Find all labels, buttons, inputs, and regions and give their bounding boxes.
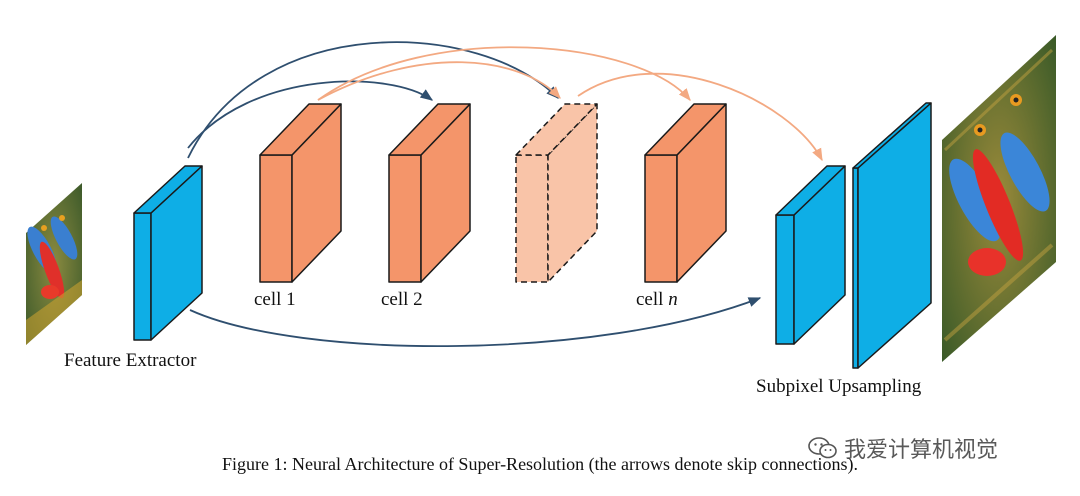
cell-n-block	[644, 103, 727, 283]
feature-extractor-label: Feature Extractor	[64, 350, 197, 371]
subpixel-upsampling-label: Subpixel Upsampling	[756, 376, 922, 397]
watermark: 我爱计算机视觉	[808, 432, 998, 464]
skip-arrow-fe-to-subpixel	[189, 297, 762, 348]
skip-arrow-cell1-to-celln	[317, 46, 691, 101]
skip-arrow-faded-to-subpixel	[577, 72, 823, 162]
input-image	[26, 183, 82, 345]
intermediate-cells-block	[515, 103, 598, 283]
skip-arrow-fe-to-cell2	[187, 80, 434, 149]
subpixel-block-1	[775, 165, 846, 345]
cell-1-label: cell 1	[254, 289, 296, 310]
skip-arrow-fe-to-faded	[187, 41, 559, 159]
cell-2-block	[388, 103, 471, 283]
subpixel-block-2	[852, 102, 932, 369]
figure-caption: Figure 1: Neural Architecture of Super-R…	[222, 454, 858, 474]
cell-2-label: cell 2	[381, 289, 423, 310]
output-image	[942, 35, 1056, 362]
watermark-text: 我爱计算机视觉	[844, 438, 999, 463]
wechat-icon	[808, 436, 838, 460]
cell-1-block	[259, 103, 342, 283]
cell-n-variable: n	[668, 289, 678, 310]
skip-arrow-cell1-to-faded	[317, 61, 561, 101]
cell-n-label: cell n	[636, 290, 678, 309]
feature-extractor-block	[133, 165, 203, 341]
skip-connections	[187, 41, 823, 348]
cell-n-prefix: cell	[636, 289, 669, 310]
